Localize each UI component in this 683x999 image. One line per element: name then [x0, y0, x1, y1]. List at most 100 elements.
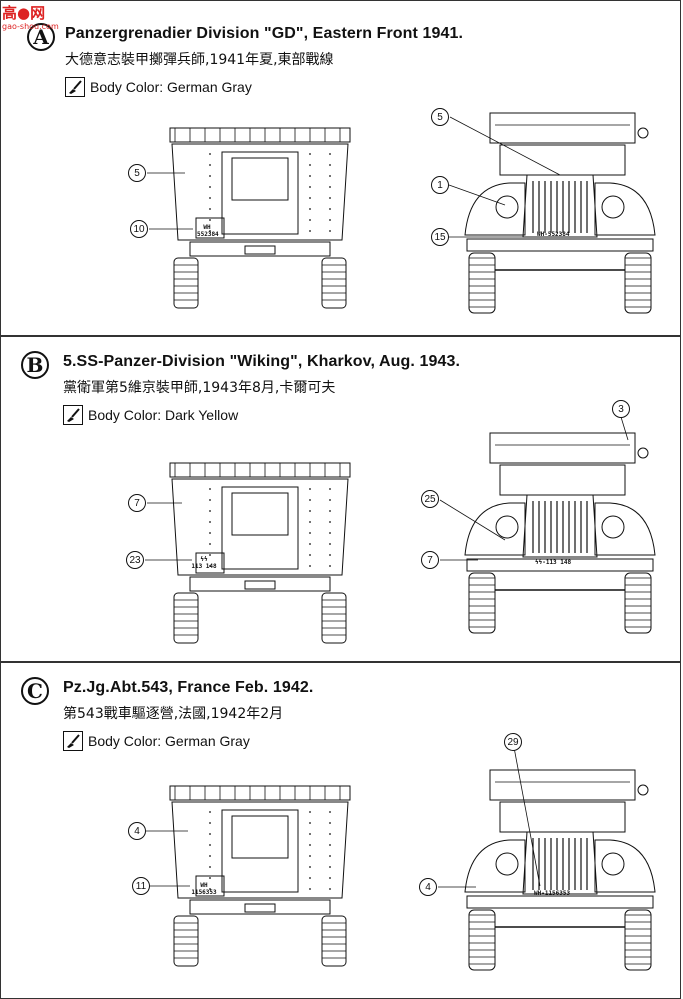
- rivet: [209, 175, 211, 177]
- side-mirror: [637, 784, 649, 796]
- rivet: [309, 499, 311, 501]
- site-watermark: 高●网: [2, 4, 46, 22]
- rear-plate-box: [195, 875, 225, 897]
- rivet: [209, 510, 211, 512]
- rivet: [309, 219, 311, 221]
- rivet: [209, 521, 211, 523]
- rear-wheel-right: [321, 915, 347, 967]
- scheme-b-title: 5.SS-Panzer-Division "Wiking", Kharkov, …: [63, 353, 461, 370]
- rear-wheel-right: [321, 592, 347, 644]
- rivet: [209, 219, 211, 221]
- scheme-c-callout-front-2: 4: [419, 878, 437, 896]
- scheme-a-front-plate: WH-552384: [537, 231, 570, 238]
- rivet: [309, 521, 311, 523]
- scheme-a-callout-front-3: 15: [431, 228, 449, 246]
- rivet: [209, 543, 211, 545]
- scheme-c-title: Pz.Jg.Abt.543, France Feb. 1942.: [63, 679, 314, 696]
- paintbrush-icon: [63, 405, 83, 425]
- front-fender-right: [594, 182, 656, 236]
- headlight-right: [601, 195, 625, 219]
- scheme-c-subtitle: 第543戰車驅逐營,法國,1942年2月: [63, 706, 284, 722]
- scheme-c-panel: C Pz.Jg.Abt.543, France Feb. 1942. 第543戰…: [0, 662, 681, 999]
- scheme-c-rear-view: [169, 785, 351, 967]
- paintbrush-icon: [65, 77, 85, 97]
- rear-hitch: [244, 903, 276, 913]
- rivet: [309, 822, 311, 824]
- scheme-a-subtitle: 大德意志裝甲擲彈兵師,1941年夏,東部戰線: [65, 52, 334, 68]
- front-grille: [522, 831, 598, 895]
- rivet: [329, 499, 331, 501]
- scheme-a-color-row: Body Color: German Gray: [65, 77, 252, 97]
- rivet: [209, 164, 211, 166]
- scheme-c-front-plate: WH-1156353: [534, 890, 571, 897]
- rivet: [329, 197, 331, 199]
- front-wheel-left: [468, 572, 496, 634]
- rear-bumper: [189, 241, 331, 257]
- scheme-b-front-plate: ϟϟ-113 148: [535, 559, 572, 566]
- rivet: [209, 230, 211, 232]
- scheme-a-rear-plate-bottom: 552384: [197, 231, 219, 238]
- rivet: [329, 532, 331, 534]
- rivet: [309, 197, 311, 199]
- scheme-b-rear-plate-bottom: 113 148: [191, 563, 217, 570]
- rear-door-window: [231, 815, 289, 859]
- scheme-a-callout-rear-1: 5: [128, 164, 146, 182]
- rivet: [329, 833, 331, 835]
- rivet: [209, 844, 211, 846]
- scheme-b-badge: B: [21, 351, 49, 379]
- scheme-a-badge: A: [27, 23, 55, 51]
- rivet: [309, 811, 311, 813]
- rivet: [329, 811, 331, 813]
- scheme-b-callout-rear-2: 23: [126, 551, 144, 569]
- rear-top-rail: [169, 127, 351, 143]
- scheme-b-rear-view: [169, 462, 351, 644]
- rear-door-frame: [221, 486, 299, 570]
- rivet: [329, 888, 331, 890]
- rear-wheel-left: [173, 592, 199, 644]
- front-grille: [522, 174, 598, 238]
- rear-door-window: [231, 157, 289, 201]
- side-mirror: [637, 447, 649, 459]
- scheme-a-panel: A Panzergrenadier Division "GD", Eastern…: [0, 0, 681, 336]
- rear-bumper: [189, 899, 331, 915]
- front-fender-left: [464, 182, 526, 236]
- rear-hitch: [244, 245, 276, 255]
- scheme-b-callout-front-3: 7: [421, 551, 439, 569]
- rear-plate-box: [195, 217, 225, 239]
- rivet: [209, 822, 211, 824]
- rear-wheel-left: [173, 257, 199, 309]
- scheme-c-rear-plate-top: WH: [200, 882, 208, 889]
- rivet: [329, 510, 331, 512]
- rear-wheel-right: [321, 257, 347, 309]
- rear-door-frame: [221, 809, 299, 893]
- front-grille: [522, 494, 598, 558]
- headlight-right: [601, 852, 625, 876]
- rivet: [329, 175, 331, 177]
- front-wheel-left: [468, 909, 496, 971]
- rivet: [209, 888, 211, 890]
- headlight-right: [601, 515, 625, 539]
- front-fender-right: [594, 839, 656, 893]
- rivet: [209, 208, 211, 210]
- side-mirror: [637, 127, 649, 139]
- headlight-left: [495, 195, 519, 219]
- rivet: [329, 208, 331, 210]
- rivet: [309, 877, 311, 879]
- scheme-a-callout-front-1: 5: [431, 108, 449, 126]
- rivet: [309, 855, 311, 857]
- rivet: [209, 499, 211, 501]
- rivet: [329, 543, 331, 545]
- front-cab-frame: [489, 432, 636, 464]
- rivet: [329, 164, 331, 166]
- rivet: [309, 554, 311, 556]
- scheme-b-front-view: [464, 432, 656, 634]
- scheme-a-rear-view: [169, 127, 351, 309]
- front-cab-frame: [489, 769, 636, 801]
- rear-door-window: [231, 492, 289, 536]
- front-fender-left: [464, 502, 526, 556]
- scheme-b-callout-front-2: 25: [421, 490, 439, 508]
- scheme-c-callout-rear-1: 4: [128, 822, 146, 840]
- rivet: [209, 197, 211, 199]
- rear-top-rail: [169, 785, 351, 801]
